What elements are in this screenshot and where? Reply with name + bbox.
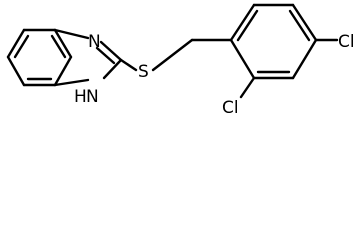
nh-hydrogen-label: H [74,87,87,107]
chloro-substituents [239,38,339,99]
nitrogen-1-label: N [86,87,99,107]
dichlorophenyl-ring [229,3,318,80]
thioether-linker [119,38,233,72]
chlorine-para-label: Cl [338,32,355,52]
chlorine-ortho-label: Cl [222,98,239,118]
sulfur-label: S [138,62,149,82]
imidazole-ring [53,28,123,87]
nitrogen-3-label: N [88,32,101,52]
molecule-structure: N S H N Cl Cl [6,3,355,118]
benzene-ring-fused [6,28,73,87]
